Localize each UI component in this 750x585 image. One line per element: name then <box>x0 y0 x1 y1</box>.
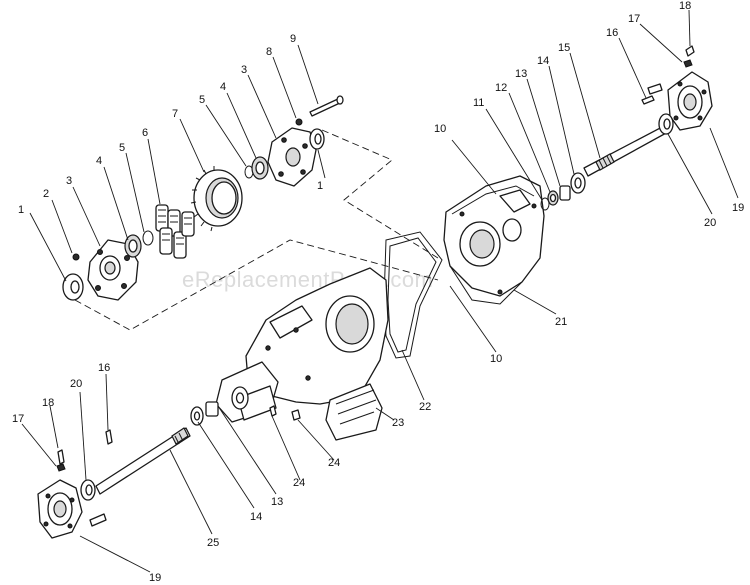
callout-17-left: 17 <box>12 413 24 425</box>
leader-lines <box>21 9 739 573</box>
callout-10-upper: 10 <box>434 123 446 135</box>
assembly-guides <box>74 129 439 331</box>
screw-small-left <box>72 253 80 261</box>
callout-21: 21 <box>555 316 567 328</box>
callout-15: 15 <box>558 42 570 54</box>
callout-7: 7 <box>172 108 178 120</box>
nut-17-left <box>56 463 66 472</box>
bolt-9 <box>309 95 344 117</box>
callout-16-left: 16 <box>98 362 110 374</box>
callout-24-left: 24 <box>293 477 305 489</box>
nut-17-right <box>683 59 693 68</box>
callout-5-left: 5 <box>119 142 125 154</box>
callout-2: 2 <box>43 188 49 200</box>
callout-24-right: 24 <box>328 457 340 469</box>
washer-left <box>62 273 84 301</box>
callout-20-right: 20 <box>704 217 716 229</box>
callout-12: 12 <box>495 82 507 94</box>
dowel-pins-24 <box>269 405 301 421</box>
key-16-left <box>105 429 113 445</box>
callout-17-right: 17 <box>628 13 640 25</box>
bolt-18-left <box>57 449 107 527</box>
callout-10-lower: 10 <box>490 353 502 365</box>
callout-1-right: 1 <box>317 180 323 192</box>
callout-22: 22 <box>419 401 431 413</box>
gasket <box>383 231 443 359</box>
callout-16-right: 16 <box>606 27 618 39</box>
right-axle <box>583 125 669 177</box>
callout-4-left: 4 <box>96 155 102 167</box>
callout-13-left: 13 <box>271 496 283 508</box>
callout-4-right: 4 <box>220 81 226 93</box>
callout-3-right: 3 <box>241 64 247 76</box>
callout-13-right: 13 <box>515 68 527 80</box>
carrier-plate-left <box>87 239 139 301</box>
callout-19-right: 19 <box>732 202 744 214</box>
callout-labels: 1 2 3 4 5 6 7 5 4 3 8 9 1 10 11 12 13 14… <box>12 0 744 584</box>
callout-19-left: 19 <box>149 572 161 584</box>
callout-1-upper: 1 <box>18 204 24 216</box>
callout-8: 8 <box>266 46 272 58</box>
callout-23: 23 <box>392 417 404 429</box>
carrier-plate-right <box>267 127 317 187</box>
seal-20-right <box>658 113 674 135</box>
callout-20-left: 20 <box>70 378 82 390</box>
ring-gear <box>190 166 243 232</box>
callout-18-left: 18 <box>42 397 54 409</box>
left-case-half <box>215 267 389 441</box>
callout-14-left: 14 <box>250 511 262 523</box>
watermark: eReplacementParts.com <box>182 267 433 292</box>
callout-25: 25 <box>207 537 219 549</box>
callout-18-right: 18 <box>679 0 691 12</box>
hub-left <box>37 479 83 539</box>
left-bearing-stack <box>190 386 249 426</box>
bearing-left <box>124 234 142 258</box>
callout-5-right: 5 <box>199 94 205 106</box>
callout-6: 6 <box>142 127 148 139</box>
snap-ring-left <box>142 230 154 246</box>
callout-14-right: 14 <box>537 55 549 67</box>
pin-8 <box>295 118 303 126</box>
key-16-right <box>641 95 655 105</box>
right-case-half <box>443 175 545 305</box>
bearing-mid <box>251 156 269 180</box>
hub-right <box>667 71 713 131</box>
bolt-18-right <box>647 45 695 95</box>
callout-9: 9 <box>290 33 296 45</box>
planet-gears <box>155 204 195 259</box>
washer-right <box>309 128 325 150</box>
seal-20-left <box>80 479 96 501</box>
callout-11: 11 <box>473 97 484 109</box>
callout-3-left: 3 <box>66 175 72 187</box>
left-axle <box>95 427 191 495</box>
right-bearing-stack <box>540 172 586 211</box>
